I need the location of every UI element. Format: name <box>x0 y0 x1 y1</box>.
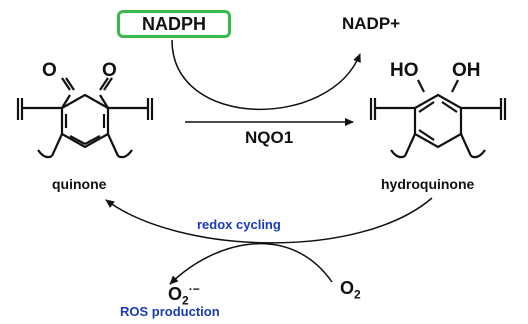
superoxide-label: O2·− <box>168 282 200 308</box>
hydroquinone-hydroxyl-right: OH <box>452 60 481 81</box>
quinone-oxygen-left: O <box>42 60 57 81</box>
redox-cycling-arrow <box>105 197 433 244</box>
nadph-box: NADPH <box>117 10 231 38</box>
hydroquinone-structure <box>369 79 507 159</box>
cofactor-curved-arrow <box>171 39 361 111</box>
redox-cycling-label: redox cycling <box>197 217 281 232</box>
nadph-label: NADPH <box>141 13 206 34</box>
superoxide-arrow <box>169 242 333 285</box>
hydroquinone-hydroxyl-left: HO <box>390 60 419 81</box>
quinone-oxygen-right: O <box>102 60 117 81</box>
nadp-plus-label: NADP+ <box>342 14 401 33</box>
enzyme-label: NQO1 <box>245 128 294 147</box>
ros-production-label: ROS production <box>120 304 220 319</box>
quinone-structure <box>16 77 154 159</box>
quinone-label: quinone <box>52 176 107 192</box>
oxygen-label: O2 <box>340 278 361 302</box>
hydroquinone-label: hydroquinone <box>381 176 475 192</box>
